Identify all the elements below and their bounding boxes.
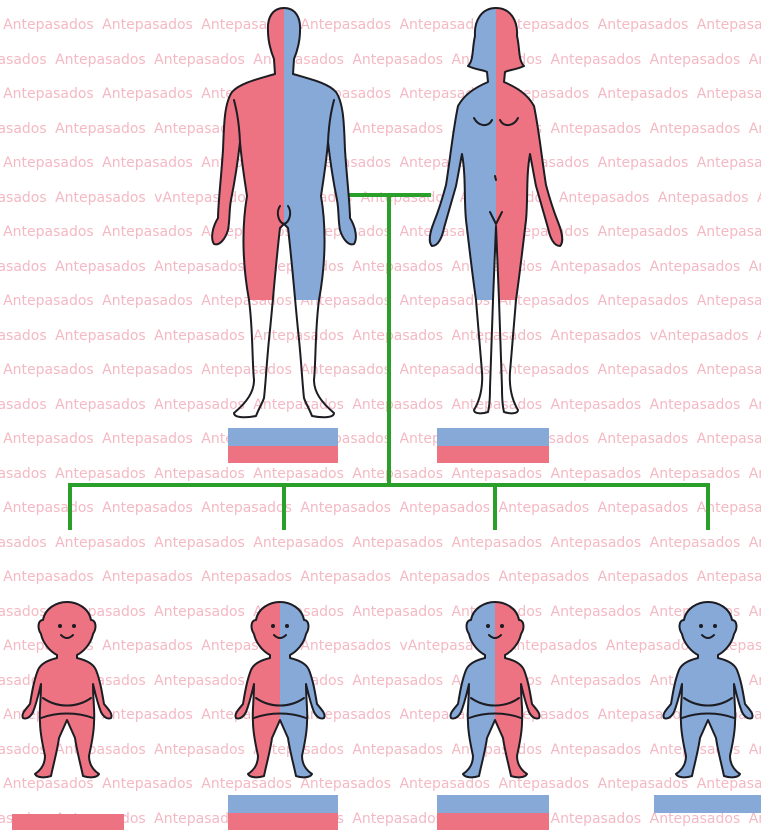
mother-figure-icon: [430, 8, 562, 413]
child-1-chromosome-bars: [12, 814, 124, 830]
child-2-chromosome-bars: [228, 795, 338, 830]
parent-connector: [346, 195, 431, 485]
children-connector: [68, 485, 710, 530]
mother-chromosome-bars: [437, 428, 549, 463]
maternal-chromosome-bar: [437, 813, 549, 830]
maternal-chromosome-bar: [12, 814, 124, 830]
paternal-chromosome-bar: [228, 795, 338, 813]
child-4-figure-icon: [663, 602, 752, 777]
child-3-figure-icon: [450, 602, 539, 777]
maternal-chromosome-bar: [437, 446, 549, 463]
maternal-chromosome-bar: [228, 813, 338, 830]
father-chromosome-bars: [228, 428, 338, 463]
maternal-chromosome-bar: [228, 446, 338, 463]
paternal-chromosome-bar: [228, 428, 338, 446]
child-2-figure-icon: [235, 602, 324, 777]
paternal-chromosome-bar: [437, 795, 549, 813]
paternal-chromosome-bar: [437, 428, 549, 446]
father-figure-icon: [212, 8, 356, 417]
child-3-chromosome-bars: [437, 795, 549, 830]
child-4-chromosome-bars: [654, 795, 761, 813]
paternal-chromosome-bar: [654, 795, 761, 813]
child-1-figure-icon: [22, 602, 111, 777]
